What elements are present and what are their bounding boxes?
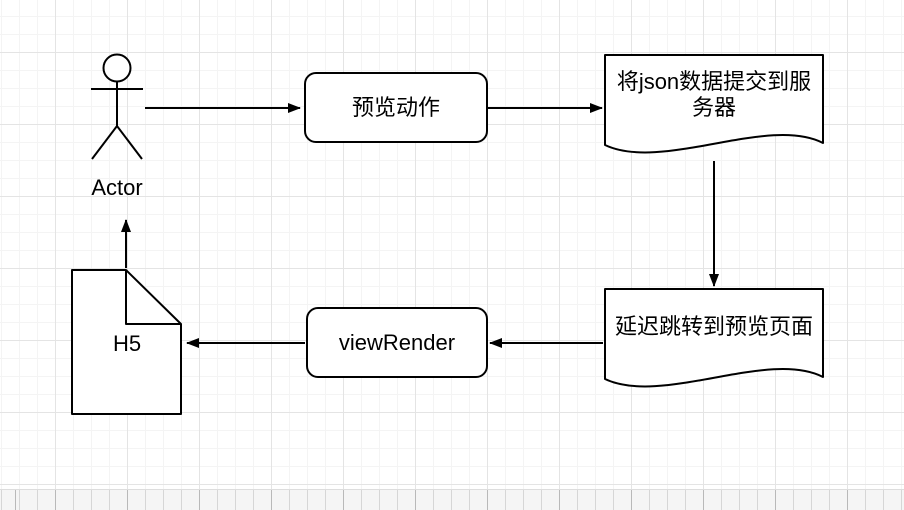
- view-render-node-label: viewRender: [338, 329, 456, 355]
- view-render-node[interactable]: [306, 307, 488, 378]
- actor-head: [102, 53, 132, 83]
- submit-json-node[interactable]: [604, 54, 824, 154]
- h5-node[interactable]: [71, 269, 182, 415]
- h5-note-outline: [71, 269, 182, 415]
- preview-action-node-label: 预览动作: [351, 94, 440, 120]
- actor-left-leg: [91, 125, 118, 160]
- delay-redirect-node-label: 延迟跳转到预览页面: [614, 314, 813, 339]
- h5-note-fold: [125, 270, 181, 325]
- canvas-page-edge: [0, 489, 904, 510]
- actor-node[interactable]: [91, 53, 143, 160]
- submit-json-node-label: 将json数据提交到服务器: [616, 69, 812, 120]
- h5-node-label: H5: [112, 331, 142, 356]
- delay-redirect-node[interactable]: [604, 288, 824, 388]
- actor-node-label: Actor: [91, 175, 143, 200]
- actor-right-leg: [116, 125, 143, 160]
